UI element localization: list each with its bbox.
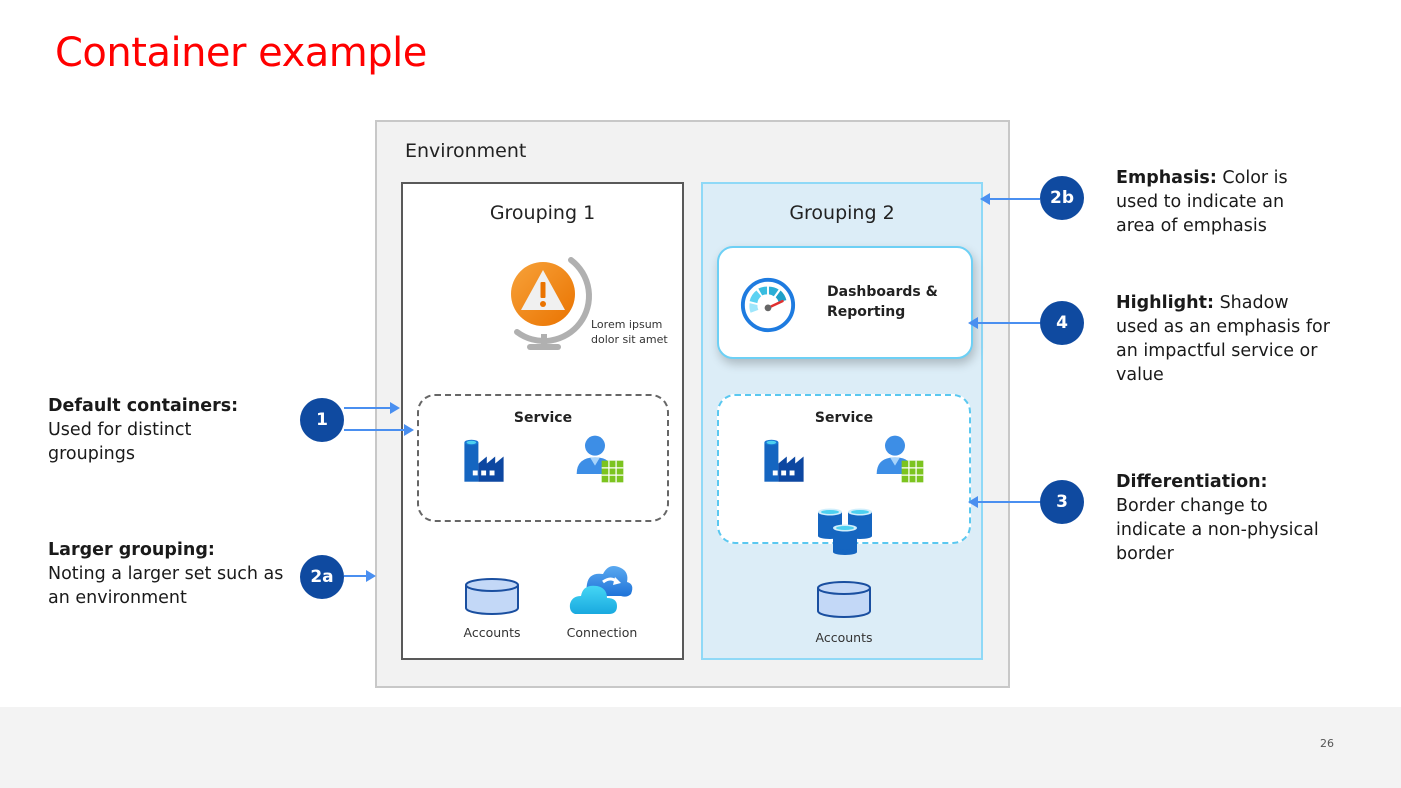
callout-text: Noting a larger set such as an environme… bbox=[48, 564, 284, 608]
callout-text: Border change to indicate a non-physical… bbox=[1116, 496, 1319, 564]
callout-highlight: Highlight: Shadow used as an emphasis fo… bbox=[1116, 291, 1331, 387]
callout-heading: Highlight: bbox=[1116, 293, 1214, 313]
page-number: 26 bbox=[1320, 737, 1334, 750]
environment-container: Environment Grouping 1 Lorem ipsum dolor… bbox=[375, 120, 1010, 688]
callout-text: Used for distinct groupings bbox=[48, 420, 192, 464]
database-cluster-icon bbox=[818, 508, 872, 555]
data-factory-icon bbox=[764, 439, 804, 482]
service-container-dashed-gray: Service bbox=[417, 394, 669, 522]
arrow-4-to-dashboard-card bbox=[968, 317, 1040, 329]
cloud-connection-icon bbox=[569, 566, 633, 614]
arrow-2a-to-environment bbox=[344, 570, 376, 582]
dashboards-label-line2: Reporting bbox=[827, 304, 906, 320]
callout-text: Color is used to indicate an area of emp… bbox=[1116, 168, 1288, 236]
callout-heading: Default containers: bbox=[48, 396, 239, 416]
user-table-icon bbox=[876, 435, 924, 483]
slide-title: Container example bbox=[55, 30, 427, 76]
callout-larger-grouping: Larger grouping: Noting a larger set suc… bbox=[48, 538, 298, 610]
callout-badge-2b: 2b bbox=[1040, 176, 1084, 220]
accounts-label: Accounts bbox=[463, 625, 521, 640]
service-label: Service bbox=[513, 410, 573, 426]
callout-badge-3: 3 bbox=[1040, 480, 1084, 524]
dashboards-label-line1: Dashboards & bbox=[827, 284, 938, 300]
alert-globe-icon bbox=[511, 257, 592, 350]
callout-heading: Larger grouping: bbox=[48, 540, 215, 560]
alert-caption-line1: Lorem ipsum bbox=[591, 318, 663, 331]
accounts-database-icon bbox=[465, 578, 519, 615]
dashboards-reporting-label: Dashboards & Reporting bbox=[827, 282, 938, 322]
service-container-dashed-blue: Service bbox=[717, 394, 971, 544]
callout-default-containers: Default containers: Used for distinct gr… bbox=[48, 394, 278, 466]
callout-differentiation: Differentiation: Border change to indica… bbox=[1116, 470, 1326, 566]
callout-badge-2a: 2a bbox=[300, 555, 344, 599]
arrow-3-to-service-border bbox=[968, 496, 1040, 508]
alert-caption-line2: dolor sit amet bbox=[591, 333, 668, 346]
accounts-database-icon bbox=[817, 581, 871, 618]
grouping-2-container-emphasis: Grouping 2 Dashboards & Reporting Servic… bbox=[701, 182, 983, 660]
arrow-1-to-service bbox=[344, 424, 414, 436]
dashboards-reporting-card-highlight: Dashboards & Reporting bbox=[717, 246, 973, 359]
connection-label: Connection bbox=[566, 625, 638, 640]
arrow-2b-to-grouping-2 bbox=[980, 193, 1040, 205]
callout-badge-1: 1 bbox=[300, 398, 344, 442]
grouping-1-title: Grouping 1 bbox=[489, 202, 596, 224]
data-factory-icon bbox=[464, 439, 504, 482]
callout-badge-4: 4 bbox=[1040, 301, 1084, 345]
slide-footer: 26 bbox=[0, 707, 1401, 788]
alert-caption: Lorem ipsum dolor sit amet bbox=[591, 317, 668, 347]
grouping-2-title: Grouping 2 bbox=[789, 202, 895, 224]
callout-heading: Differentiation: bbox=[1116, 472, 1268, 492]
service-label: Service bbox=[814, 410, 874, 426]
callout-text: Shadow used as an emphasis for an impact… bbox=[1116, 293, 1330, 385]
grouping-1-container: Grouping 1 Lorem ipsum dolor sit amet Se… bbox=[401, 182, 684, 660]
arrow-1-to-grouping bbox=[344, 402, 400, 414]
user-table-icon bbox=[576, 435, 624, 483]
callout-emphasis: Emphasis: Color is used to indicate an a… bbox=[1116, 166, 1316, 238]
environment-label: Environment bbox=[405, 140, 527, 162]
accounts-label: Accounts bbox=[815, 630, 873, 645]
callout-heading: Emphasis: bbox=[1116, 168, 1217, 188]
dashboard-gauge-icon bbox=[740, 277, 796, 333]
